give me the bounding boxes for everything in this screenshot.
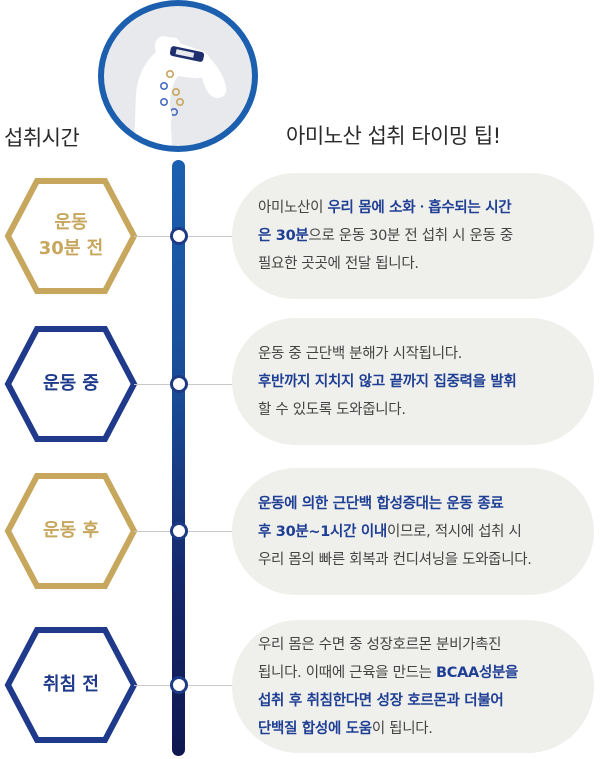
stage-label-line: 운동 [54, 212, 88, 233]
timeline-node [170, 227, 188, 245]
drinking-person-illustration [98, 0, 258, 152]
tip-text-line: 후반까지 지치지 않고 끝까지 집중력을 발휘 [258, 368, 584, 396]
hexagon-shape [4, 473, 138, 589]
tip-text-segment: 운동 중 근단백 분해가 시작됩니다. [258, 345, 463, 362]
person-drinking-icon [134, 36, 227, 146]
highlighted-text: 은 30분 [258, 228, 309, 244]
tip-text-line: 할 수 있도록 도와줍니다. [258, 396, 584, 424]
timeline-node [170, 375, 188, 393]
hexagon-shape [4, 627, 138, 743]
highlighted-text: 우리 몸에 소화ㆍ흡수되는 시간 [327, 200, 512, 216]
tip-text-line: 운동 중 근단백 분해가 시작됩니다. [258, 340, 584, 368]
tip-text-segment: 됩니다. 이때에 근육을 만드는 [258, 664, 437, 681]
tip-bubble: 운동 중 근단백 분해가 시작됩니다. 후반까지 지치지 않고 끝까지 집중력을 … [232, 318, 594, 445]
highlighted-text: 섭취 후 취침한다면 성장 호르몬과 더불어 [258, 692, 504, 709]
stage-badge: 운동 후 [4, 472, 138, 590]
tip-text-segment: 필요한 곳곳에 전달 됩니다. [258, 256, 419, 272]
intake-time-header: 섭취시간 [4, 126, 80, 150]
hexagon-shape [4, 326, 138, 442]
tip-text-segment: 으로 운동 30분 전 섭취 시 운동 중 [308, 228, 513, 244]
tip-text-line: 우리 몸은 수면 중 성장호르몬 분비가촉진 [258, 631, 584, 659]
tip-text-line: 됩니다. 이때에 근육을 만드는 BCAA성분을 [258, 659, 584, 687]
tip-text-line: 섭취 후 취침한다면 성장 호르몬과 더불어 [258, 687, 584, 715]
highlighted-text: BCAA성분을 [436, 664, 519, 681]
highlighted-text: 단백질 합성에 도움 [258, 720, 372, 737]
tip-text-segment: 이 됩니다. [371, 720, 433, 737]
stage-label-line: 운동 중 [43, 373, 99, 394]
stage-badge: 운동 중 [4, 325, 138, 443]
stage-badge: 운동 30분 전 [4, 177, 138, 295]
highlighted-text: 후반까지 지치지 않고 끝까지 집중력을 발휘 [258, 373, 517, 390]
highlighted-text: 운동에 의한 근단백 합성증대는 운동 종료 [258, 495, 504, 512]
tip-text-line: 우리 몸의 빠른 회복과 컨디셔닝을 도와줍니다. [258, 546, 584, 574]
stage-badge: 취침 전 [4, 626, 138, 744]
tip-text-line: 은 30분으로 운동 30분 전 섭취 시 운동 중 [258, 222, 584, 250]
tip-text: 운동 중 근단백 분해가 시작됩니다. 후반까지 지치지 않고 끝까지 집중력을 … [258, 340, 584, 424]
stage-label: 취침 전 [4, 672, 138, 698]
tip-text-segment: 우리 몸은 수면 중 성장호르몬 분비가촉진 [258, 636, 502, 653]
stage-label: 운동 후 [4, 518, 138, 544]
tip-text-line: 단백질 합성에 도움이 됩니다. [258, 715, 584, 743]
tip-text-line: 필요한 곳곳에 전달 됩니다. [258, 250, 584, 278]
tip-text-line: 후 30분~1시간 이내이므로, 적시에 섭취 시 [258, 518, 584, 546]
stage-label-line: 취침 전 [43, 674, 99, 695]
timeline-line [172, 160, 185, 756]
tip-text-segment: 할 수 있도록 도와줍니다. [258, 401, 406, 418]
stage-label-line: 운동 후 [43, 520, 99, 541]
timeline-node [170, 676, 188, 694]
timeline-node [170, 522, 188, 540]
stage-label: 운동 30분 전 [4, 210, 138, 262]
tip-text-segment: 아미노산이 [258, 200, 328, 216]
hexagon-shape [4, 178, 138, 294]
stage-label-line: 30분 전 [38, 238, 104, 259]
tip-text-line: 운동에 의한 근단백 합성증대는 운동 종료 [258, 490, 584, 518]
stage-label: 운동 중 [4, 371, 138, 397]
tip-text-line: 아미노산이 우리 몸에 소화ㆍ흡수되는 시간 [258, 194, 584, 222]
amino-acid-tips-header: 아미노산 섭취 타이밍 팁! [286, 124, 501, 148]
highlighted-text: 후 30분~1시간 이내 [258, 523, 387, 540]
tip-text-segment: 우리 몸의 빠른 회복과 컨디셔닝을 도와줍니다. [258, 551, 532, 568]
tip-text-segment: 이므로, 적시에 섭취 시 [386, 523, 522, 540]
